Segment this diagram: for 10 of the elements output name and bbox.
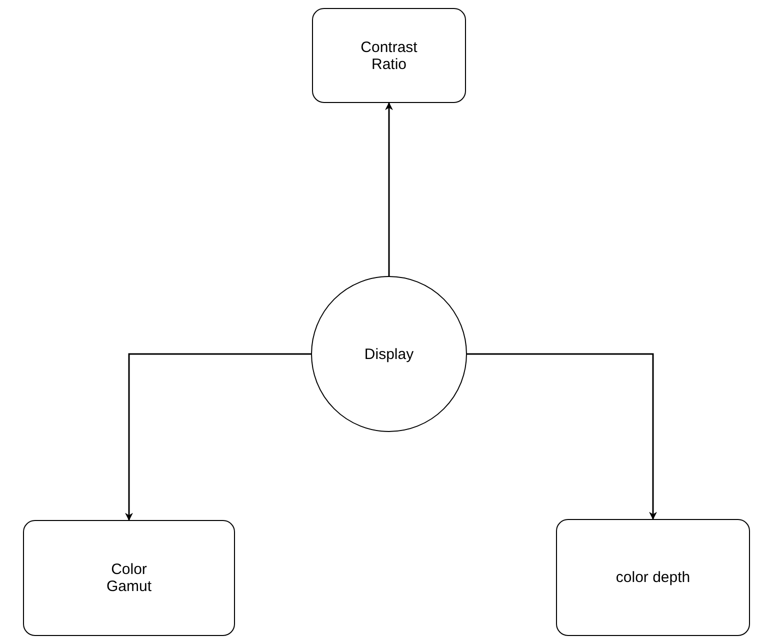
arrow <box>385 102 393 276</box>
arrow <box>125 353 311 521</box>
process-box <box>23 520 235 636</box>
arrow <box>467 353 657 520</box>
node-label: Display <box>363 346 415 362</box>
node-label: Color Gamut <box>105 561 152 595</box>
node-label: Contrast Ratio <box>360 38 418 72</box>
process-box <box>556 519 750 636</box>
node-label: color depth <box>614 569 692 586</box>
process-box <box>312 8 466 103</box>
